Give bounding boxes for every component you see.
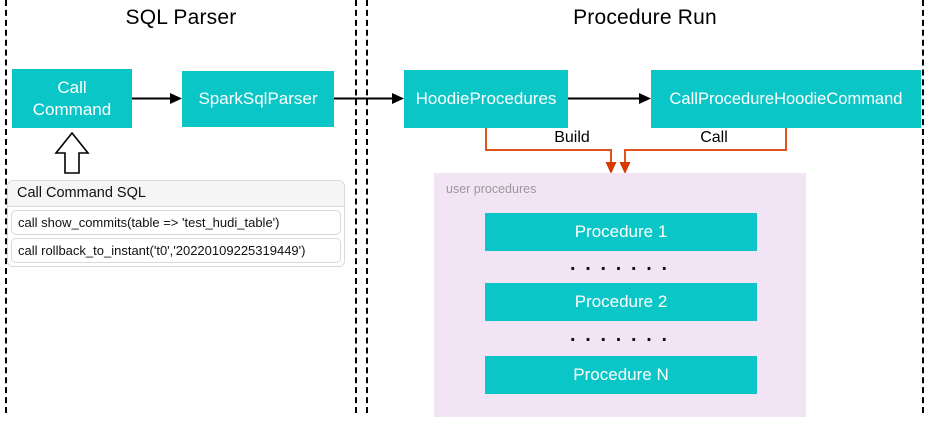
node-call-command: Call Command [12, 69, 132, 128]
lane-sql-parser: SQL Parser [5, 0, 357, 413]
call-command-sql-panel: Call Command SQL call show_commits(table… [7, 180, 345, 267]
sql-statement: call rollback_to_instant('t0','202201092… [11, 238, 341, 263]
edge-label-build: Build [554, 129, 590, 146]
sql-statement: call show_commits(table => 'test_hudi_ta… [11, 210, 341, 235]
sql-panel-title: Call Command SQL [8, 181, 344, 207]
ellipsis-dots: ....... [567, 255, 675, 275]
lane-title-sql-parser: SQL Parser [125, 6, 237, 29]
node-procedure-1: Procedure 1 [485, 213, 757, 251]
user-procedures-group: user procedures Procedure 1 ....... Proc… [434, 173, 806, 417]
node-spark-sql-parser: SparkSqlParser [182, 71, 334, 127]
node-hoodie-procedures: HoodieProcedures [404, 70, 568, 128]
lane-procedure-run: Procedure Run [366, 0, 924, 413]
ellipsis-dots: ....... [567, 326, 675, 346]
node-call-procedure-hoodie-command: CallProcedureHoodieCommand [651, 70, 921, 128]
node-procedure-n: Procedure N [485, 356, 757, 394]
edge-label-call: Call [700, 129, 728, 146]
node-procedure-2: Procedure 2 [485, 283, 757, 321]
lane-title-procedure-run: Procedure Run [573, 6, 717, 29]
user-procedures-label: user procedures [446, 182, 537, 196]
